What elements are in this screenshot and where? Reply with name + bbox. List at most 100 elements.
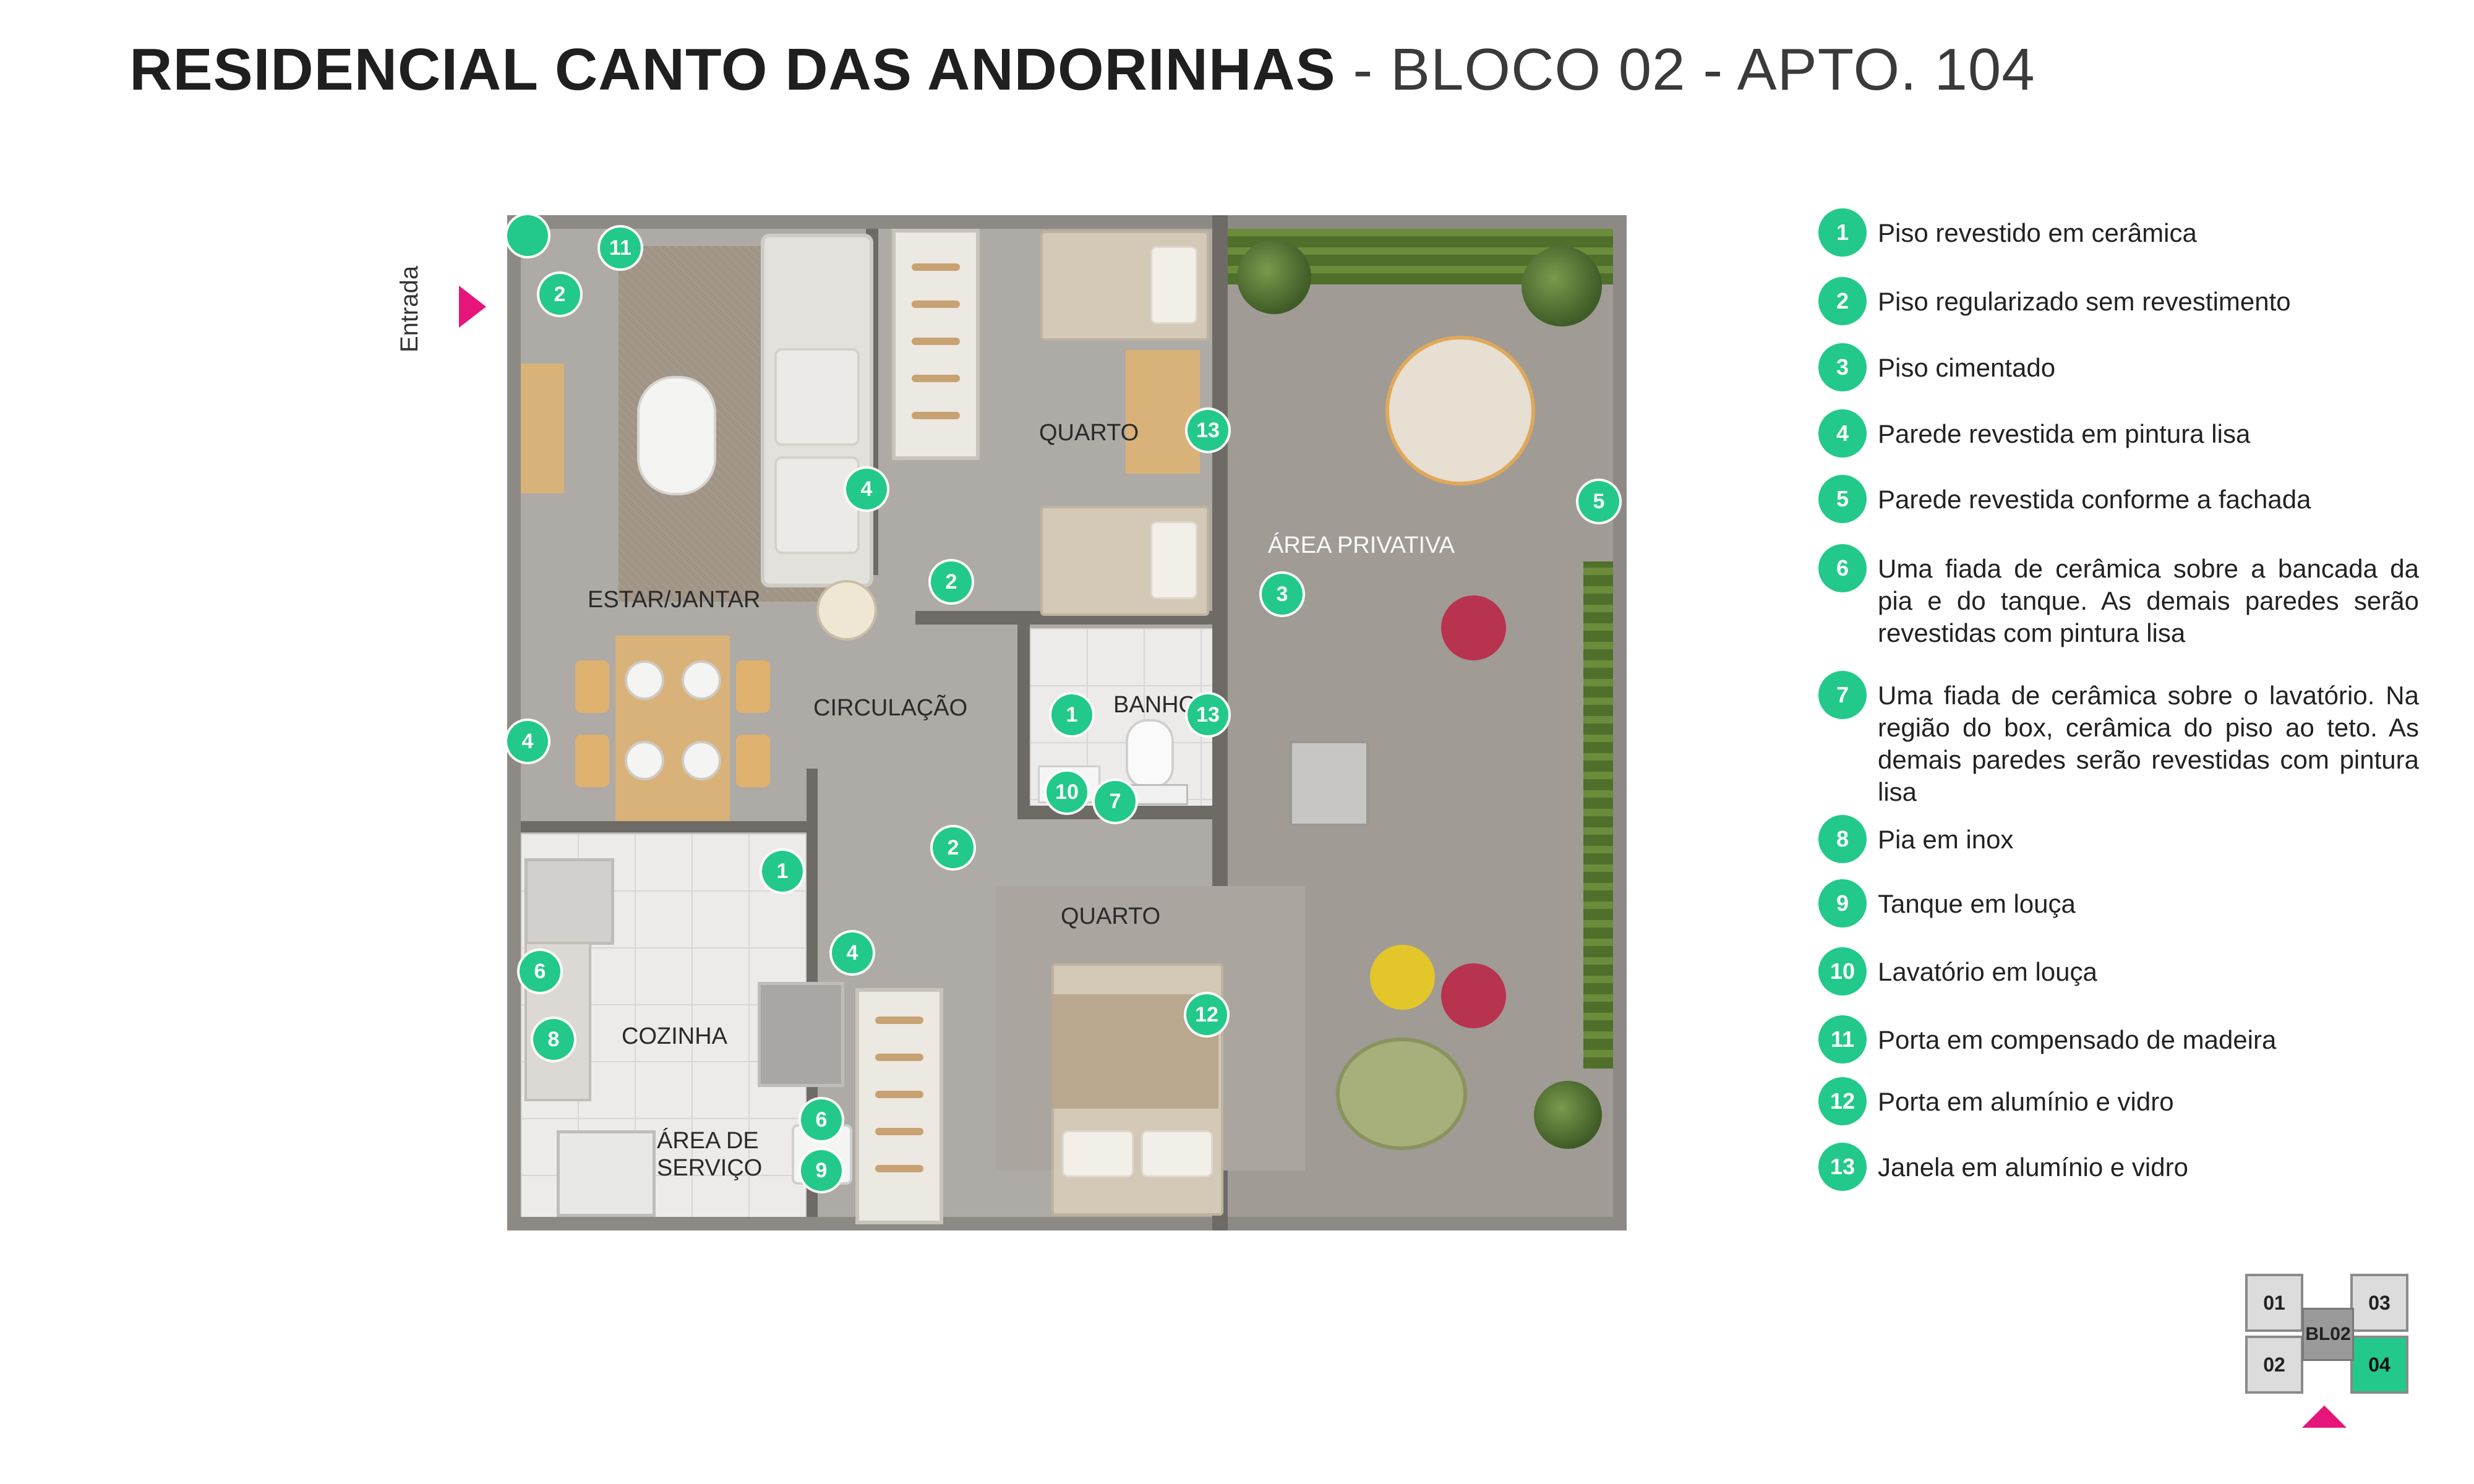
- title-sub: - BLOCO 02 - APTO. 104: [1335, 36, 2035, 103]
- room-label-quarto-1: QUARTO: [1039, 420, 1139, 446]
- desk: [1126, 350, 1200, 474]
- pillow: [1062, 1130, 1134, 1177]
- room-label-circulacao: CIRCULAÇÃO: [813, 695, 968, 721]
- room-label-banho: BANHO: [1113, 692, 1197, 718]
- marker-2: 2: [931, 561, 972, 602]
- legend-text: Porta em compensado de madeira: [1878, 1025, 2277, 1054]
- legend-badge: 5: [1818, 475, 1867, 523]
- round-table: [1385, 336, 1535, 485]
- legend-badge: 2: [1818, 277, 1867, 325]
- pillow: [1150, 521, 1197, 599]
- pouf: [1370, 945, 1435, 1010]
- wardrobe: [855, 988, 943, 1224]
- plate: [682, 660, 721, 700]
- legend-badge: 1: [1818, 208, 1867, 257]
- marker-7: 7: [1095, 781, 1136, 822]
- legend-badge: 12: [1818, 1077, 1867, 1125]
- legend-badge: 4: [1818, 409, 1867, 458]
- washing-machine: [557, 1130, 656, 1217]
- tv-stand: [521, 364, 564, 493]
- wall: [521, 821, 811, 832]
- marker-6: 6: [520, 951, 560, 992]
- marker-13: 13: [1188, 694, 1228, 735]
- chair: [575, 660, 609, 713]
- garden-hedge: [1583, 561, 1613, 1068]
- marker-2: 2: [933, 827, 974, 868]
- legend-text: Piso cimentado: [1878, 353, 2056, 382]
- marker-11: 11: [600, 228, 641, 268]
- coffee-table: [637, 376, 716, 495]
- wardrobe: [892, 229, 980, 460]
- marker-8: 8: [533, 1019, 574, 1060]
- marker-10: 10: [1047, 772, 1087, 812]
- legend-text: Porta em alumínio e vidro: [1878, 1087, 2174, 1116]
- lounge-chair: [1336, 1038, 1467, 1150]
- legend-text: Lavatório em louça: [1878, 957, 2097, 986]
- legend-text: Parede revestida conforme a fachada: [1878, 485, 2311, 514]
- sofa-cushion: [774, 456, 860, 554]
- plate: [682, 741, 721, 780]
- wall: [1017, 623, 1030, 816]
- marker-6: 6: [801, 1099, 842, 1140]
- block-location-map: 01 02 03 04 BL02: [2245, 1274, 2418, 1410]
- unit-04: 04: [2350, 1336, 2408, 1394]
- plant: [1534, 1081, 1602, 1149]
- legend-text: Pia em inox: [1878, 825, 2014, 854]
- legend-badge: 3: [1818, 343, 1867, 391]
- pouf: [1441, 963, 1506, 1028]
- title-main: RESIDENCIAL CANTO DAS ANDORINHAS: [129, 36, 1336, 103]
- plant: [1237, 240, 1311, 314]
- marker-1: 1: [762, 851, 803, 892]
- room-label-area-servico-line2: SERVIÇO: [657, 1155, 763, 1181]
- plate: [625, 660, 664, 700]
- floor-lamp: [816, 580, 877, 641]
- location-arrow-icon: [2302, 1405, 2347, 1428]
- legend-text: Parede revestida em pintura lisa: [1878, 419, 2251, 448]
- room-label-area-servico: ÁREA DE SERVIÇO: [657, 1127, 763, 1182]
- legend-badge: 10: [1818, 947, 1867, 996]
- room-label-area-privativa: ÁREA PRIVATIVA: [1268, 532, 1455, 558]
- room-label-cozinha: COZINHA: [622, 1023, 727, 1049]
- pillow: [1141, 1130, 1213, 1177]
- legend-text: Tanque em louça: [1878, 889, 2076, 918]
- chair: [736, 660, 770, 713]
- marker-4: 4: [832, 932, 873, 973]
- legend-badge: 7: [1818, 671, 1867, 719]
- legend: 1 Piso revestido em cerâmica 2 Piso regu…: [1818, 0, 2437, 1237]
- floor-plan: ESTAR/JANTAR CIRCULAÇÃO QUARTO QUARTO BA…: [507, 215, 1627, 1230]
- legend-text: Uma fiada de cerâmica sobre a bancada da…: [1878, 554, 2419, 647]
- legend-text: Piso regularizado sem revestimento: [1878, 287, 2291, 316]
- unit-02: 02: [2245, 1336, 2303, 1394]
- legend-badge: 11: [1818, 1015, 1867, 1064]
- legend-badge: 13: [1818, 1143, 1867, 1191]
- marker-13: 13: [1188, 410, 1228, 451]
- chair: [575, 735, 609, 787]
- pillow: [1150, 246, 1197, 324]
- plate: [625, 741, 664, 780]
- toilet: [1126, 719, 1174, 789]
- legend-text: Piso revestido em cerâmica: [1878, 218, 2197, 247]
- marker-2: 2: [539, 274, 580, 315]
- room-label-estar-jantar: ESTAR/JANTAR: [588, 587, 761, 613]
- marker-12: 12: [1186, 994, 1227, 1035]
- marker-1: 1: [1051, 694, 1092, 735]
- marker-4: 4: [507, 721, 548, 762]
- unit-01: 01: [2245, 1274, 2303, 1332]
- plant: [1522, 246, 1602, 326]
- grill: [1290, 741, 1369, 826]
- unit-03: 03: [2350, 1274, 2408, 1332]
- entrance-arrow-icon: [459, 286, 486, 328]
- legend-badge: 6: [1818, 544, 1867, 592]
- room-label-quarto-2: QUARTO: [1061, 903, 1161, 929]
- sofa-cushion: [774, 348, 860, 446]
- fridge: [758, 982, 844, 1087]
- marker-5: 5: [1578, 481, 1619, 522]
- legend-text: Uma fiada de cerâmica sobre o lavatório.…: [1878, 681, 2419, 806]
- stove: [524, 858, 614, 945]
- page-title: RESIDENCIAL CANTO DAS ANDORINHAS - BLOCO…: [0, 36, 2165, 104]
- block-core: BL02: [2302, 1308, 2354, 1361]
- entrance-label: Entrada: [396, 265, 423, 352]
- legend-badge: 9: [1818, 879, 1867, 927]
- room-label-area-servico-line1: ÁREA DE: [657, 1128, 759, 1154]
- chair: [736, 735, 770, 787]
